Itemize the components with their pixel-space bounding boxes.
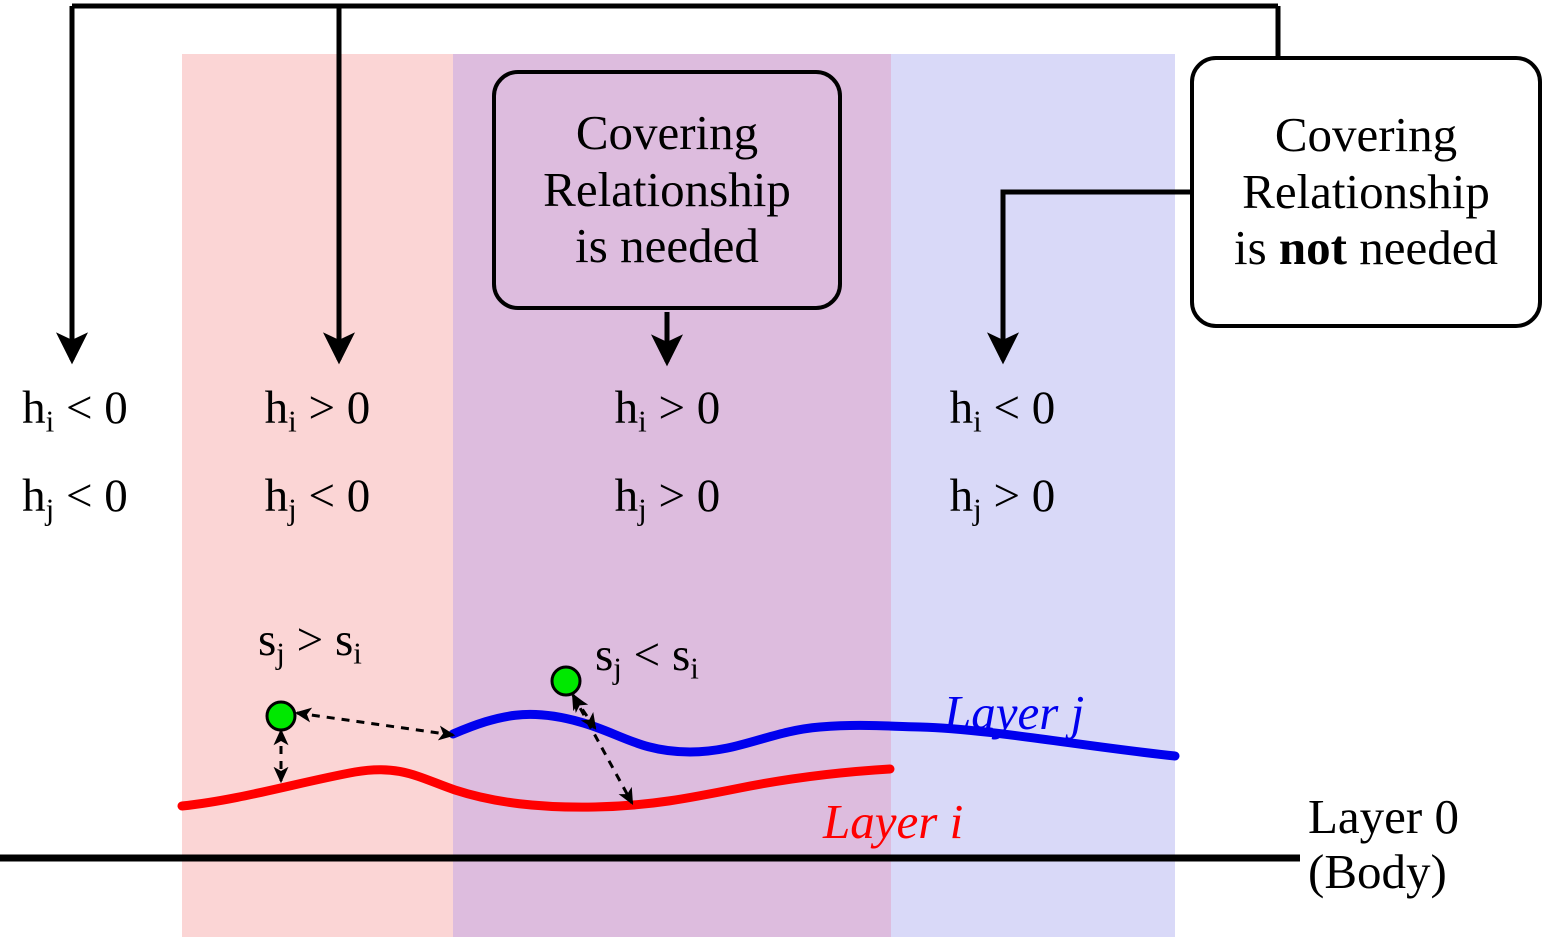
hj-sub-1: j [288, 491, 297, 527]
ratio-pink-lhs: s [258, 614, 277, 666]
region-blue-conditions: hi < 0 hj > 0 [890, 385, 1115, 527]
hi-rel-0: < 0 [54, 382, 128, 434]
callout-needed-line2: Relationship [543, 161, 791, 217]
hj-rel-0: < 0 [54, 469, 128, 522]
band-pink [182, 54, 453, 937]
hi-rel-3: < 0 [981, 382, 1056, 434]
ratio-purple-rel: < [621, 629, 672, 681]
callout-not-needed-line3-pre: is [1233, 220, 1279, 276]
layer-j-name: Layer j [944, 685, 1085, 740]
hj-rel-1: < 0 [296, 469, 371, 522]
layer-i-curve [177, 764, 895, 812]
hj-sub-2: j [638, 491, 647, 527]
region-pink-hi: hi > 0 [205, 385, 430, 437]
hj-rel-2: > 0 [646, 469, 721, 522]
layer-i-name: Layer i [823, 794, 964, 849]
hi-sub-0: i [45, 403, 55, 439]
hi-var-3: h [949, 382, 974, 434]
layer-0-name: Layer 0 (Body) [1308, 789, 1459, 900]
ratio-purple-rhs: s [671, 629, 691, 681]
region-blue-hj: hj > 0 [890, 469, 1115, 527]
region-purple-hj: hj > 0 [555, 469, 780, 527]
callout-covering-not-needed[interactable]: Covering Relationship is not needed [1190, 56, 1542, 328]
hj-var-3: h [949, 469, 974, 522]
top-connector-bus [55, 3, 1281, 365]
callout-needed-line3-post: needed [620, 218, 759, 274]
callout-needed-line3-pre: is [575, 218, 621, 274]
pink-region-measure-arrows [273, 707, 456, 784]
ratio-pink-lhs-sub: j [276, 635, 285, 671]
layer-j-curve [448, 709, 1180, 761]
hj-var-1: h [264, 469, 289, 522]
ratio-purple-lhs-sub: j [613, 650, 622, 686]
sample-marker-pink [265, 700, 297, 732]
hi-rel-2: > 0 [646, 382, 721, 434]
sample-marker-purple [550, 665, 582, 697]
hi-var-0: h [22, 382, 46, 434]
hi-sub-2: i [638, 403, 647, 439]
callout-needed-line3: is needed [575, 218, 759, 275]
ratio-purple-rhs-sub: i [690, 650, 699, 686]
hi-var-1: h [264, 382, 289, 434]
ratio-purple-lhs: s [595, 629, 614, 681]
callout-not-needed-line2: Relationship [1242, 163, 1490, 219]
purple-region-measure-arrows [571, 693, 634, 805]
hj-var-0: h [22, 469, 46, 522]
hi-sub-3: i [973, 403, 982, 439]
region-white-left-hj: hj < 0 [0, 469, 150, 527]
hj-var-2: h [614, 469, 639, 522]
right-callout-elbow-connector [986, 189, 1190, 365]
callout-not-needed-line3: is not needed [1234, 220, 1498, 277]
ratio-label-purple: sj < si [595, 628, 699, 687]
region-blue-hi: hi < 0 [890, 385, 1115, 437]
callout-not-needed-line1: Covering [1274, 106, 1458, 162]
region-white-left-hi: hi < 0 [0, 385, 150, 437]
callout-not-needed-line3-post: needed [1347, 220, 1498, 276]
band-blue [891, 54, 1175, 937]
callout-needed-line1: Covering [575, 104, 759, 160]
callout-covering-needed[interactable]: Covering Relationship is needed [492, 70, 842, 310]
hi-rel-1: > 0 [296, 382, 371, 434]
band-purple [453, 54, 891, 937]
hj-sub-0: j [45, 491, 55, 527]
hi-sub-1: i [288, 403, 297, 439]
region-pink-hj: hj < 0 [205, 469, 430, 527]
region-purple-conditions: hi > 0 hj > 0 [555, 385, 780, 527]
region-pink-conditions: hi > 0 hj < 0 [205, 385, 430, 527]
ratio-pink-rhs: s [334, 614, 354, 666]
hj-sub-3: j [973, 491, 982, 527]
ratio-pink-rel: > [284, 614, 335, 666]
callout-not-needed-emphasis: not [1278, 220, 1347, 276]
region-white-left-conditions: hi < 0 hj < 0 [0, 385, 150, 527]
ratio-pink-rhs-sub: i [353, 635, 362, 671]
layer-0-name-line2: (Body) [1308, 843, 1447, 899]
layer-0-name-line1: Layer 0 [1308, 789, 1459, 844]
hj-rel-3: > 0 [981, 469, 1056, 522]
hi-var-2: h [614, 382, 639, 434]
region-purple-hi: hi > 0 [555, 385, 780, 437]
ratio-label-pink: sj > si [258, 613, 362, 672]
